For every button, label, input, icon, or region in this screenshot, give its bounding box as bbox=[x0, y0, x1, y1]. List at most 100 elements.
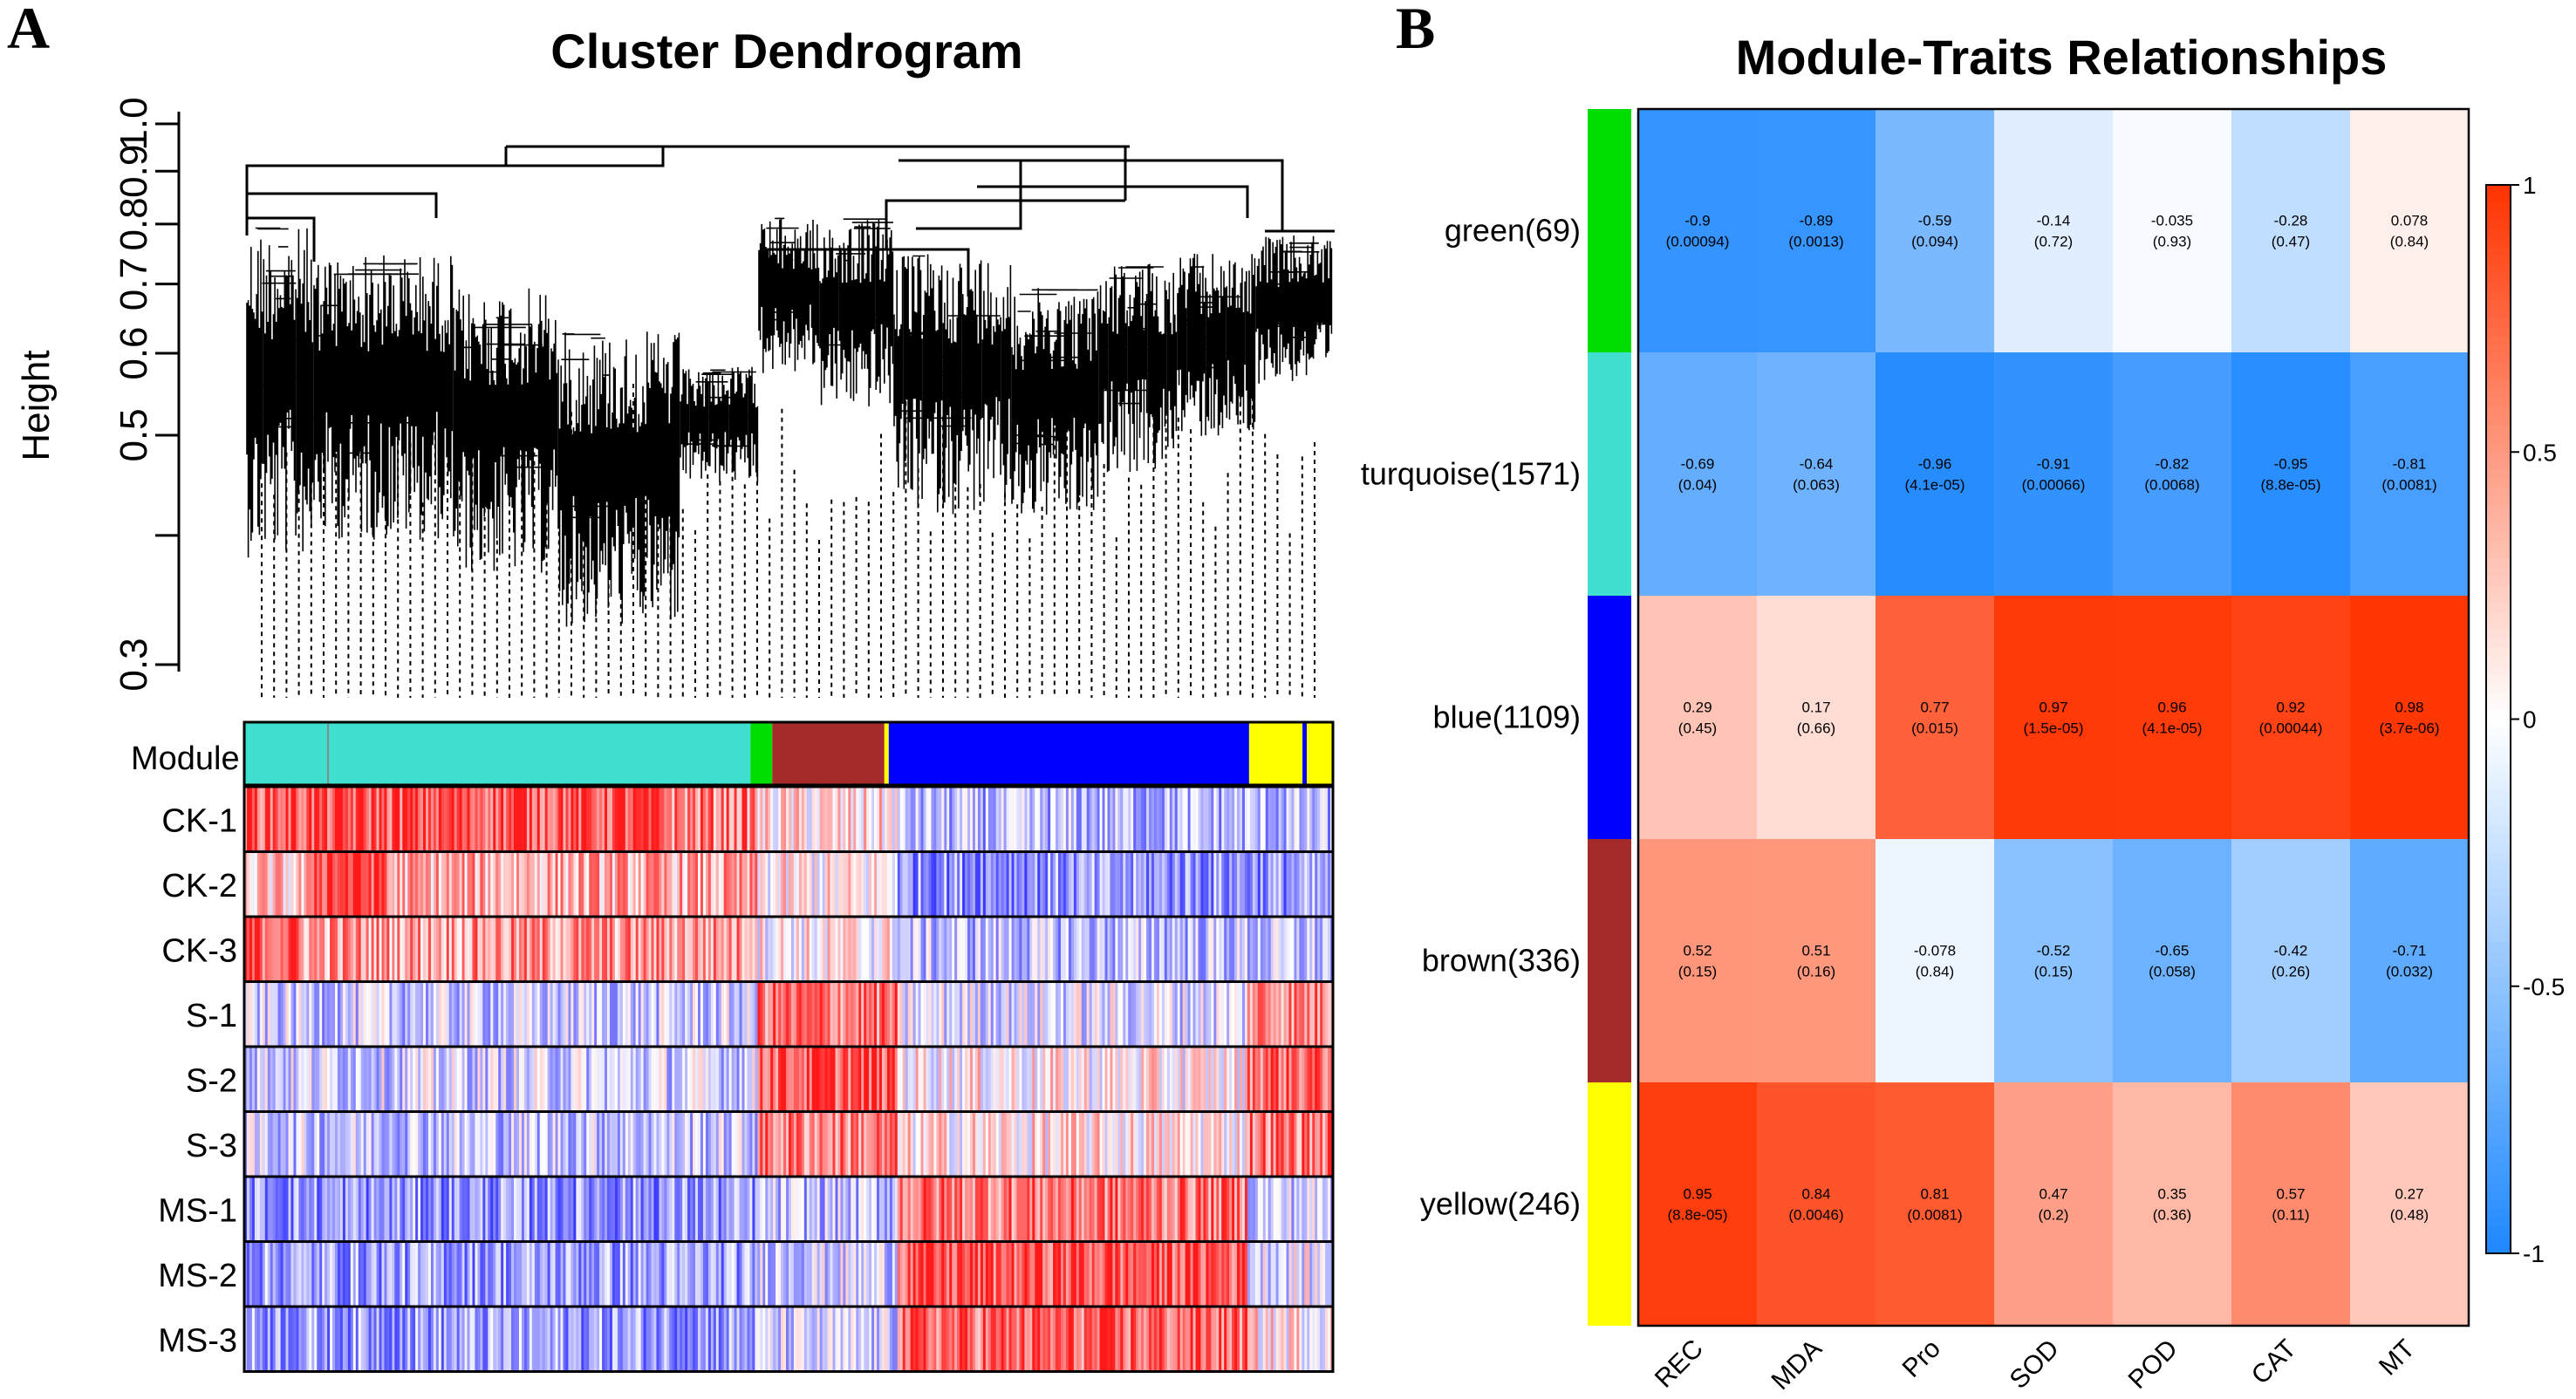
heatmap-cell bbox=[1876, 352, 1995, 597]
heatmap-cell bbox=[2350, 1082, 2470, 1327]
dendrogram-branch bbox=[916, 160, 1022, 230]
cell-value: 0.52 bbox=[1683, 943, 1712, 959]
cell-value: -0.96 bbox=[1918, 456, 1952, 473]
heatmap-cell bbox=[1638, 1082, 1758, 1327]
cell-value: 0.97 bbox=[2039, 700, 2067, 716]
heatmap-cell bbox=[2231, 596, 2351, 840]
cell-value: -0.078 bbox=[1914, 943, 1956, 959]
row-label: brown(336) bbox=[1422, 943, 1581, 979]
cell-pvalue: (8.8e-05) bbox=[2261, 477, 2321, 494]
y-tick-label: 0.7 bbox=[113, 257, 155, 311]
dendrogram-cluster bbox=[1011, 288, 1099, 515]
dendrogram-cluster bbox=[313, 255, 454, 540]
cell-value: 0.81 bbox=[1920, 1186, 1949, 1203]
cell-value: 0.51 bbox=[1801, 943, 1830, 959]
cell-pvalue: (0.36) bbox=[2153, 1207, 2191, 1224]
y-tick-label: 1.0 bbox=[113, 97, 155, 150]
heatmap-cell bbox=[1638, 596, 1758, 840]
heatmap-cell bbox=[1638, 839, 1758, 1083]
cell-value: -0.69 bbox=[1681, 456, 1715, 473]
cell-value: -0.52 bbox=[2037, 943, 2071, 959]
heatmap-cell bbox=[2113, 352, 2232, 597]
cell-value: -0.89 bbox=[1800, 213, 1834, 229]
row-label: green(69) bbox=[1445, 213, 1581, 249]
module-segment-yellow bbox=[884, 722, 889, 785]
cell-pvalue: (4.1e-05) bbox=[2142, 720, 2203, 737]
heatmap-cell bbox=[1638, 109, 1758, 353]
cell-pvalue: (0.058) bbox=[2149, 964, 2196, 980]
heatmap-cell bbox=[1638, 352, 1758, 597]
cell-value: -0.28 bbox=[2274, 213, 2308, 229]
sample-heatmap bbox=[243, 785, 1335, 1373]
row-label: turquoise(1571) bbox=[1361, 456, 1581, 492]
heatmap-cell bbox=[1994, 596, 2114, 840]
cell-pvalue: (3.7e-06) bbox=[2380, 720, 2440, 737]
module-color-green bbox=[1588, 109, 1631, 352]
cell-value: 0.92 bbox=[2276, 700, 2305, 716]
cell-pvalue: (0.15) bbox=[2034, 964, 2073, 980]
cell-pvalue: (0.48) bbox=[2390, 1207, 2429, 1224]
cell-pvalue: (0.84) bbox=[1916, 964, 1954, 980]
heatmap-cell bbox=[1757, 596, 1876, 840]
dendrogram-cluster bbox=[246, 227, 314, 558]
cell-value: -0.65 bbox=[2156, 943, 2190, 959]
dendrogram bbox=[245, 145, 1335, 698]
cell-pvalue: (0.47) bbox=[2272, 234, 2310, 250]
dendrogram-cluster bbox=[1098, 263, 1178, 473]
cell-value: -0.91 bbox=[2037, 456, 2071, 473]
cell-pvalue: (0.15) bbox=[1678, 964, 1717, 980]
cell-pvalue: (0.0081) bbox=[1907, 1207, 1962, 1224]
module-segment-blue bbox=[1302, 722, 1308, 785]
sample-label: S-1 bbox=[186, 998, 237, 1034]
cell-pvalue: (0.93) bbox=[2153, 234, 2191, 250]
sample-row bbox=[243, 850, 1335, 918]
cell-value: -0.64 bbox=[1800, 456, 1834, 473]
cell-pvalue: (0.00066) bbox=[2022, 477, 2086, 494]
y-tick-label: 0.9 bbox=[113, 145, 155, 198]
legend-tick-label: 0.5 bbox=[2523, 439, 2557, 466]
cell-value: 0.96 bbox=[2157, 700, 2186, 716]
panel-a-title: Cluster Dendrogram bbox=[550, 24, 1022, 78]
cell-value: 0.27 bbox=[2395, 1186, 2423, 1203]
cell-pvalue: (0.72) bbox=[2034, 234, 2073, 250]
heatmap-cell bbox=[1876, 1082, 1995, 1327]
module-color-turquoise bbox=[1588, 352, 1631, 596]
cell-value: 0.35 bbox=[2157, 1186, 2186, 1203]
cell-value: 0.17 bbox=[1801, 700, 1830, 716]
heatmap-cell bbox=[1757, 352, 1876, 597]
row-label: blue(1109) bbox=[1433, 700, 1581, 735]
cell-pvalue: (0.0081) bbox=[2381, 477, 2436, 494]
heatmap-cell bbox=[1876, 839, 1995, 1083]
row-label: yellow(246) bbox=[1420, 1186, 1581, 1222]
sample-labels: CK-1CK-2CK-3S-1S-2S-3MS-1MS-2MS-3 bbox=[158, 802, 237, 1359]
dendrogram-branch bbox=[504, 145, 1130, 166]
cell-value: -0.14 bbox=[2037, 213, 2071, 229]
legend-tick-label: 0 bbox=[2523, 706, 2537, 734]
heatmap-cell bbox=[2231, 839, 2351, 1083]
module-color-bar bbox=[243, 720, 1335, 787]
module-color-column bbox=[1588, 109, 1631, 1326]
cell-value: -0.82 bbox=[2156, 456, 2190, 473]
cell-value: -0.42 bbox=[2274, 943, 2308, 959]
cell-pvalue: (0.00044) bbox=[2259, 720, 2323, 737]
heatmap-cell bbox=[2113, 839, 2232, 1083]
module-segment-yellow bbox=[1307, 722, 1333, 785]
cell-pvalue: (0.0013) bbox=[1788, 234, 1843, 250]
cell-value: -0.95 bbox=[2274, 456, 2308, 473]
heatmap-cell bbox=[1757, 839, 1876, 1083]
y-tick-label: 0.5 bbox=[113, 408, 155, 461]
dendrogram-branch bbox=[247, 216, 316, 262]
heatmap-cell bbox=[2350, 352, 2470, 597]
heatmap-cell bbox=[1994, 109, 2114, 353]
cell-pvalue: (1.5e-05) bbox=[2024, 720, 2084, 737]
panel-b-letter: B bbox=[1396, 0, 1435, 61]
module-segment-blue bbox=[888, 722, 1249, 785]
legend-tick-label: 1 bbox=[2523, 172, 2537, 199]
cell-pvalue: (0.032) bbox=[2386, 964, 2433, 980]
cell-pvalue: (0.04) bbox=[1678, 477, 1717, 494]
cell-value: 0.98 bbox=[2395, 700, 2423, 716]
dendrogram-cluster bbox=[1255, 235, 1333, 384]
sample-label: MS-3 bbox=[158, 1322, 237, 1359]
module-segment-brown bbox=[772, 722, 885, 785]
